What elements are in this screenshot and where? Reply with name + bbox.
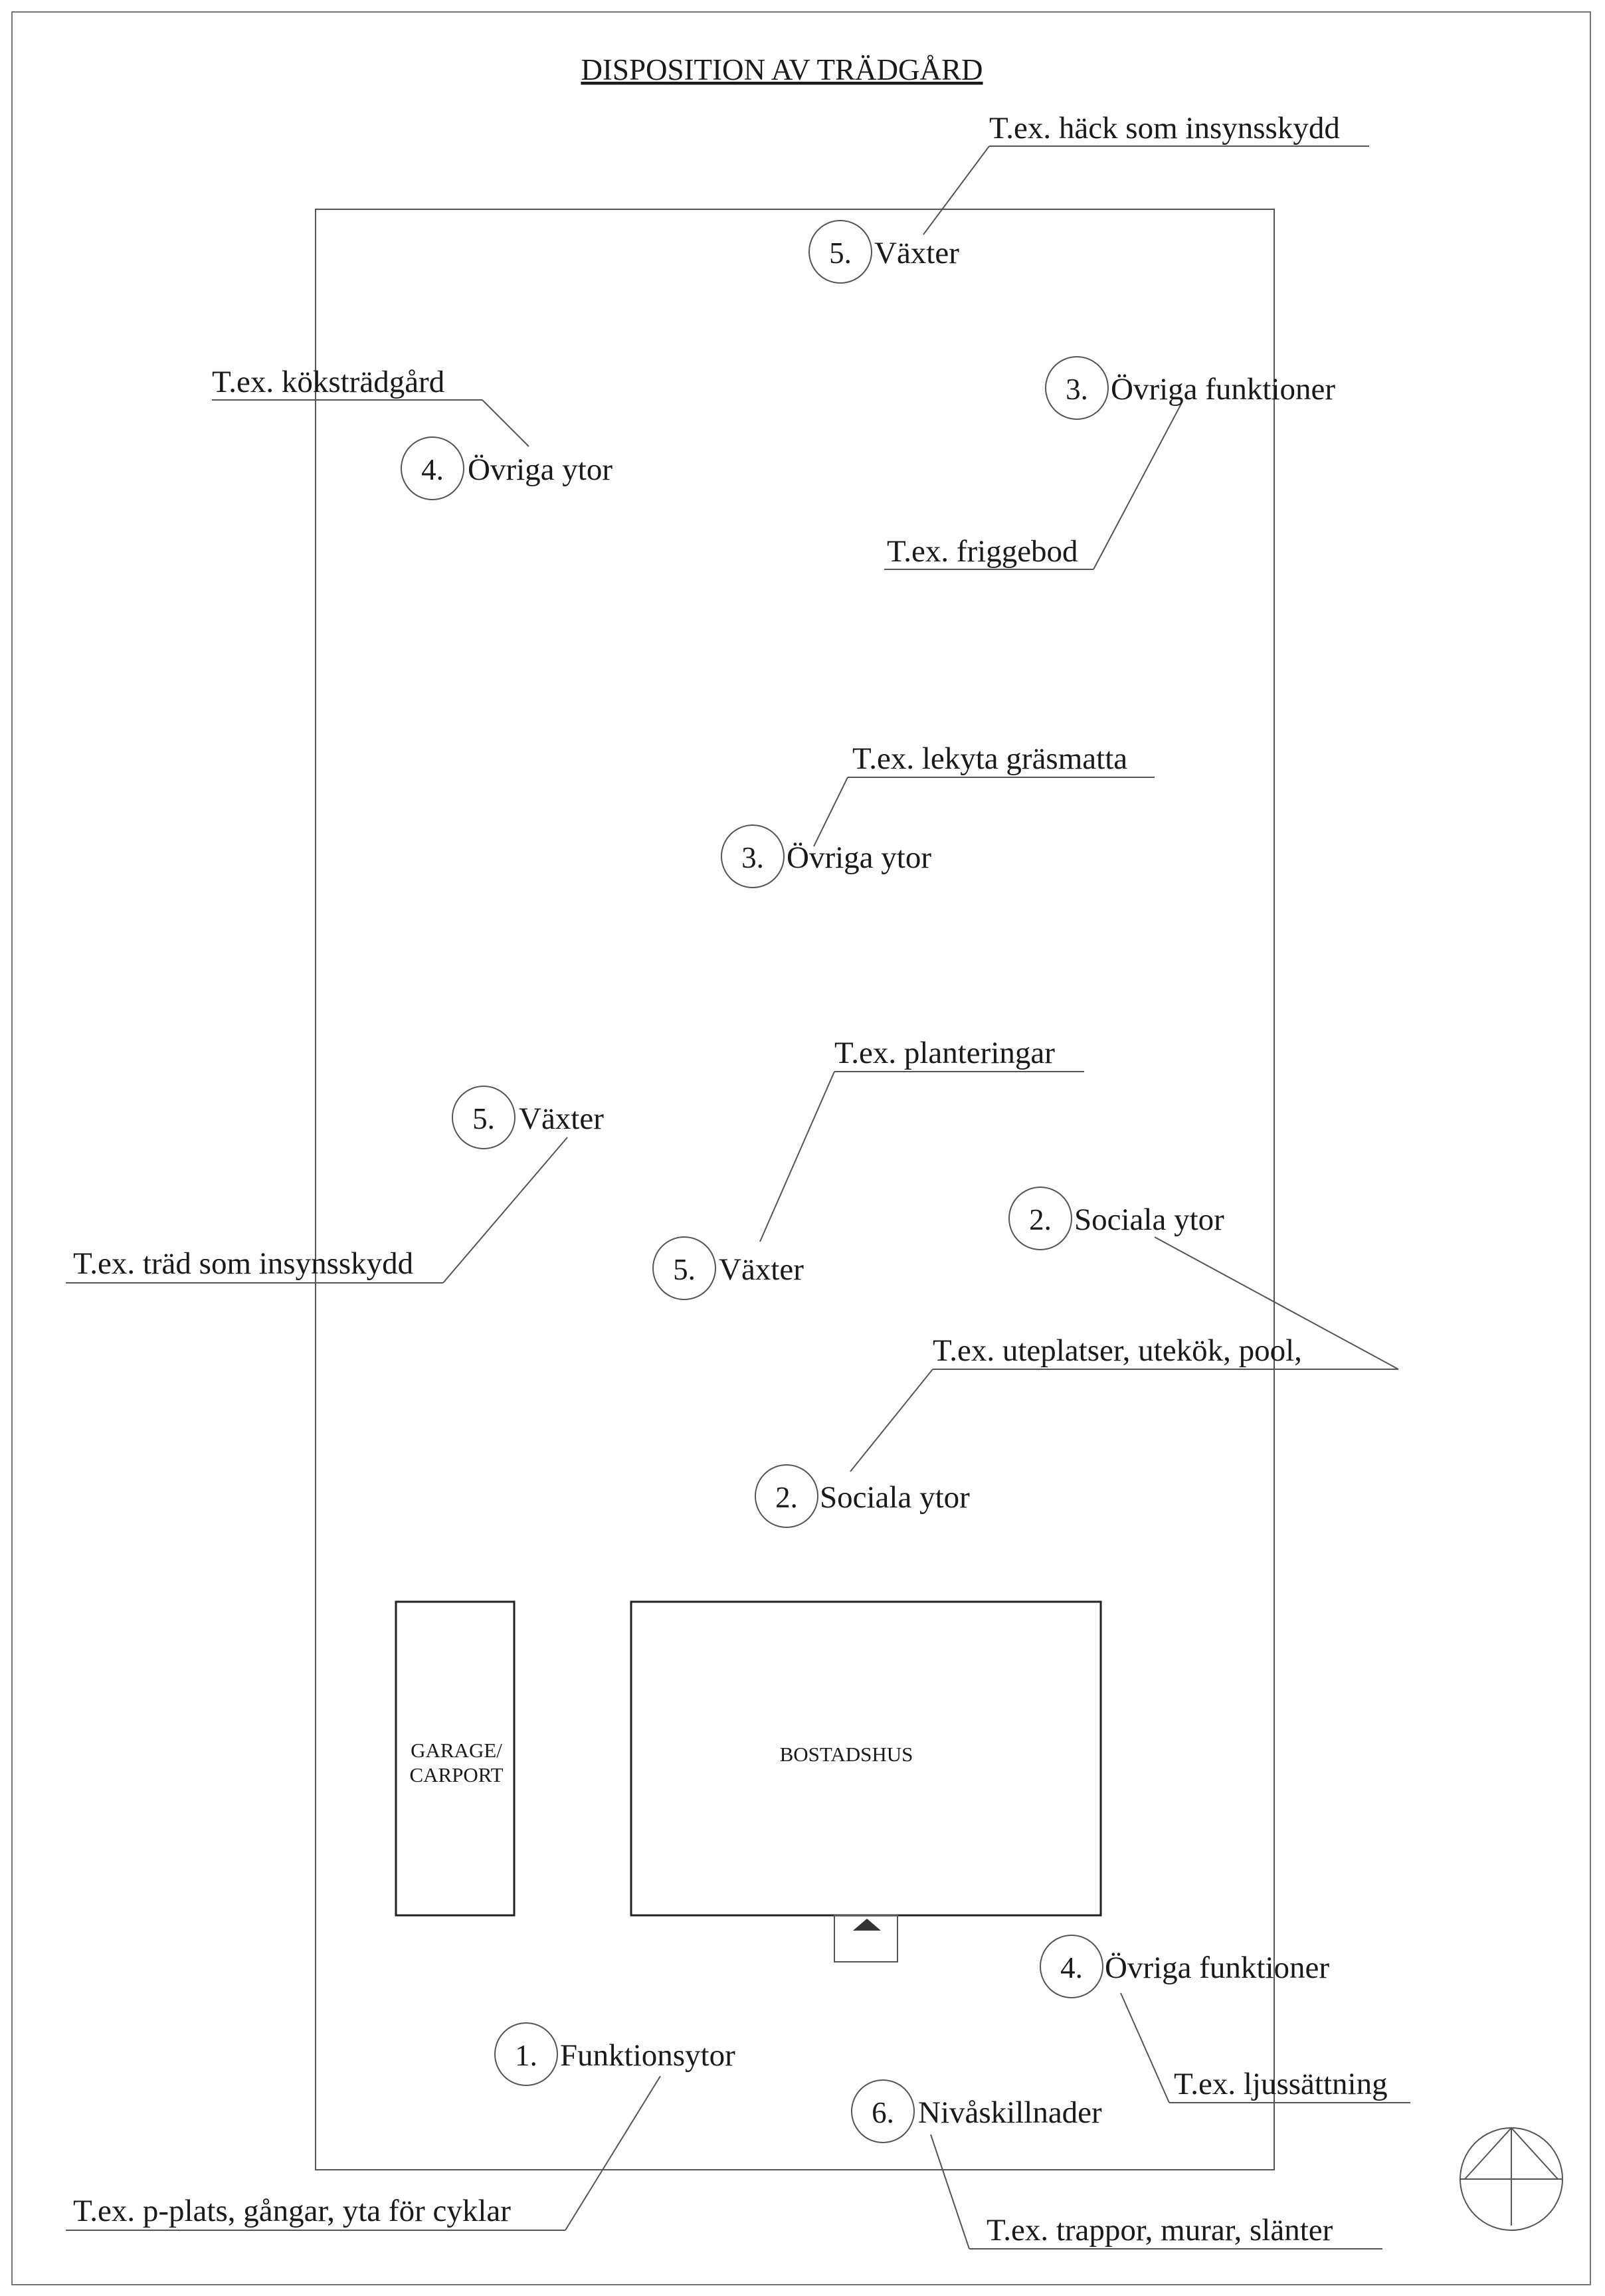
example-text: T.ex. häck som insynsskydd bbox=[989, 111, 1340, 145]
callout-other-functions-bottom: T.ex. ljussättning 4. Övriga funktioner bbox=[1040, 1935, 1410, 2103]
garage-label-line2: CARPORT bbox=[409, 1763, 503, 1786]
leader-line bbox=[565, 2075, 661, 2231]
entrance-arrow-icon bbox=[834, 1915, 898, 1962]
callout-plants-center: T.ex. planteringar 5. Växter bbox=[652, 1036, 1084, 1300]
callout-label: Växter bbox=[719, 1252, 804, 1287]
number-circle bbox=[494, 2022, 558, 2086]
callout-label: Övriga funktioner bbox=[1105, 1951, 1329, 1985]
callout-social-areas: T.ex. uteplatser, utekök, pool, 2. Socia… bbox=[755, 1187, 1399, 1528]
example-text: T.ex. träd som insynsskydd bbox=[73, 1246, 413, 1281]
callout-label: Sociala ytor bbox=[820, 1480, 970, 1515]
callout-other-functions-top: T.ex. friggebod 3. Övriga funktioner bbox=[884, 356, 1335, 570]
leader-line bbox=[759, 1071, 835, 1242]
callout-plants-top: T.ex. häck som insynsskydd 5. Växter bbox=[808, 111, 1369, 284]
leader-line bbox=[482, 399, 529, 447]
callout-number: 6. bbox=[872, 2096, 894, 2129]
example-text: T.ex. ljussättning bbox=[1174, 2067, 1388, 2101]
callout-number: 3. bbox=[1066, 373, 1088, 406]
callout-label: Sociala ytor bbox=[1074, 1202, 1224, 1237]
garage-carport: GARAGE/ CARPORT bbox=[395, 1600, 516, 1917]
number-circle bbox=[401, 436, 464, 500]
leader-line bbox=[1093, 403, 1182, 570]
callout-function-areas: T.ex. p-plats, gångar, yta för cyklar 1.… bbox=[66, 2022, 735, 2231]
callout-plants-left: T.ex. träd som insynsskydd 5. Växter bbox=[66, 1086, 604, 1284]
callout-number: 4. bbox=[1060, 1951, 1083, 1984]
example-text: T.ex. lekyta gräsmatta bbox=[852, 741, 1127, 776]
callout-label: Funktionsytor bbox=[560, 2038, 735, 2073]
house-label: BOSTADSHUS bbox=[780, 1743, 913, 1766]
leader-line bbox=[930, 2134, 970, 2249]
garage-label-line1: GARAGE/ bbox=[411, 1739, 502, 1762]
leader-line bbox=[813, 777, 848, 847]
example-text: T.ex. uteplatser, utekök, pool, bbox=[933, 1333, 1302, 1368]
callout-other-areas-top: T.ex. köksträdgård 4. Övriga ytor bbox=[212, 365, 613, 500]
entrance-triangle bbox=[853, 1919, 881, 1931]
callout-number: 5. bbox=[673, 1253, 696, 1286]
garage-outline bbox=[395, 1600, 516, 1917]
example-text: T.ex. planteringar bbox=[834, 1036, 1055, 1070]
callout-level-differences: T.ex. trappor, murar, slänter 6. Nivåski… bbox=[851, 2079, 1382, 2249]
example-text: T.ex. trappor, murar, slänter bbox=[987, 2213, 1333, 2248]
callout-label: Växter bbox=[874, 236, 959, 270]
number-circle bbox=[1040, 1935, 1103, 1998]
number-circle bbox=[808, 220, 872, 284]
callout-label: Övriga ytor bbox=[468, 452, 613, 487]
number-circle bbox=[1008, 1187, 1072, 1250]
callout-label: Övriga ytor bbox=[787, 840, 931, 875]
number-circle bbox=[452, 1086, 516, 1149]
example-text: T.ex. friggebod bbox=[887, 534, 1078, 569]
callout-number: 2. bbox=[775, 1481, 798, 1514]
number-circle bbox=[755, 1464, 818, 1528]
example-text: T.ex. köksträdgård bbox=[212, 365, 444, 399]
sheet-frame bbox=[11, 11, 1591, 2285]
number-circle bbox=[1045, 356, 1109, 420]
callout-other-areas-center: T.ex. lekyta gräsmatta 3. Övriga ytor bbox=[721, 741, 1155, 888]
leader-line bbox=[442, 1137, 568, 1284]
leader-line bbox=[850, 1369, 933, 1472]
callout-label: Växter bbox=[519, 1101, 604, 1136]
example-text: T.ex. p-plats, gångar, yta för cyklar bbox=[73, 2194, 511, 2228]
residential-house: BOSTADSHUS bbox=[630, 1600, 1102, 1917]
number-circle bbox=[652, 1236, 716, 1300]
number-circle bbox=[851, 2079, 915, 2143]
leader-line bbox=[923, 145, 990, 235]
leader-line bbox=[1154, 1236, 1399, 1370]
callout-number: 4. bbox=[421, 453, 444, 486]
callout-number: 5. bbox=[472, 1102, 495, 1135]
callout-number: 1. bbox=[515, 2039, 537, 2072]
plot-boundary bbox=[315, 209, 1275, 2170]
page-title: DISPOSITION AV TRÄDGÅRD bbox=[581, 53, 983, 86]
callout-number: 5. bbox=[829, 237, 852, 270]
north-arrow-head bbox=[1464, 2127, 1558, 2180]
north-arrow-icon bbox=[1460, 2127, 1563, 2231]
callout-number: 2. bbox=[1029, 1203, 1052, 1236]
leader-line bbox=[1120, 1992, 1170, 2103]
number-circle bbox=[721, 824, 785, 888]
callout-number: 3. bbox=[741, 841, 764, 874]
callout-label: Övriga funktioner bbox=[1111, 372, 1335, 407]
callout-label: Nivåskillnader bbox=[918, 2095, 1102, 2130]
entrance-box bbox=[834, 1915, 898, 1962]
